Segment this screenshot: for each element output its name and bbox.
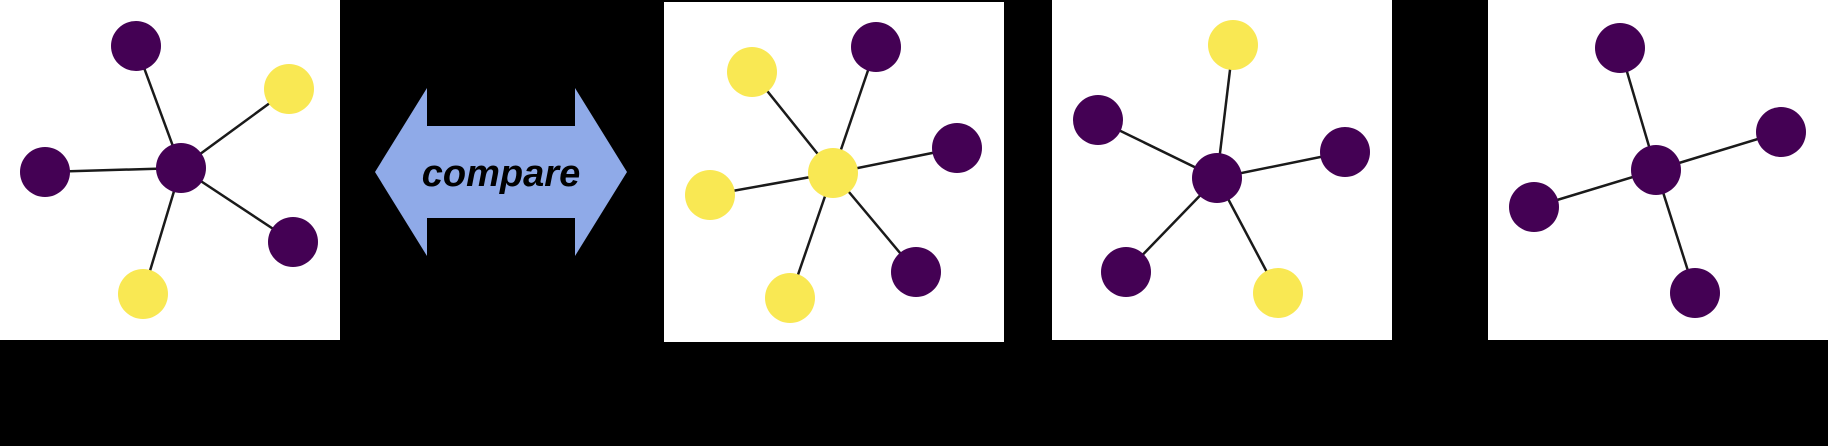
- leaf-node-2-dark: [1756, 107, 1806, 157]
- leaf-node-1-light: [1208, 20, 1258, 70]
- leaf-node-1-dark: [111, 21, 161, 71]
- graph-panel-candidate-3: [1488, 0, 1828, 340]
- center-node-dark: [156, 143, 206, 193]
- leaf-node-5-dark: [1101, 247, 1151, 297]
- graph-svg-candidate-1: [685, 22, 982, 323]
- compare-arrow: compare: [375, 88, 627, 256]
- leaf-node-4-dark: [1670, 268, 1720, 318]
- leaf-node-6-light: [727, 47, 777, 97]
- center-node-light: [808, 148, 858, 198]
- leaf-node-2-dark: [932, 123, 982, 173]
- graph-svg-candidate-2: [1073, 20, 1370, 318]
- leaf-node-3-light: [685, 170, 735, 220]
- compare-label: compare: [422, 153, 580, 195]
- double-arrow-icon: compare: [375, 88, 627, 256]
- leaf-node-4-dark: [891, 247, 941, 297]
- graph-panel-candidate-2: [1052, 0, 1392, 340]
- leaf-node-3-dark: [1509, 182, 1559, 232]
- leaf-node-5-light: [765, 273, 815, 323]
- leaf-node-1-dark: [1595, 23, 1645, 73]
- leaf-node-2-light: [264, 64, 314, 114]
- leaf-node-4-dark: [268, 217, 318, 267]
- graph-svg-reference: [20, 21, 318, 319]
- leaf-node-1-dark: [851, 22, 901, 72]
- leaf-node-3-dark: [20, 147, 70, 197]
- graph-panel-reference: [0, 0, 340, 340]
- leaf-node-2-dark: [1073, 95, 1123, 145]
- arrow-shape: [375, 88, 627, 256]
- center-node-dark: [1192, 153, 1242, 203]
- center-node-dark: [1631, 145, 1681, 195]
- leaf-node-4-light: [1253, 268, 1303, 318]
- leaf-node-3-dark: [1320, 127, 1370, 177]
- graph-svg-candidate-3: [1509, 23, 1806, 318]
- graph-panel-candidate-1: [664, 2, 1004, 342]
- leaf-node-5-light: [118, 269, 168, 319]
